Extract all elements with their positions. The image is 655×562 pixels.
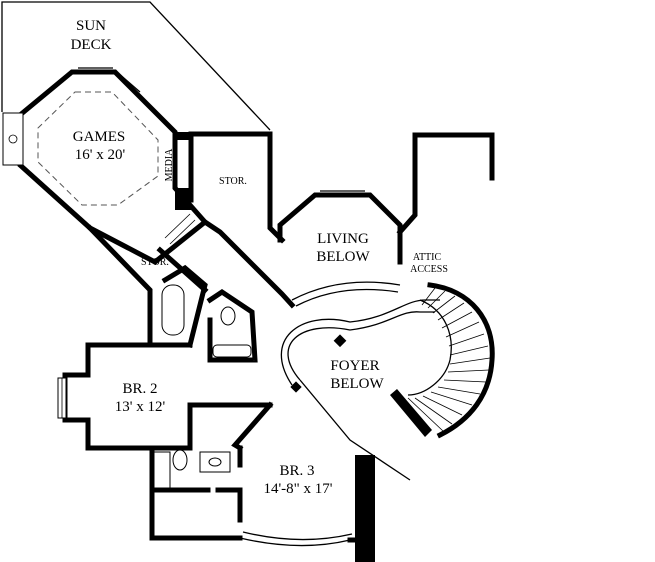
br3-size: 14'-8" x 17' [263,481,332,497]
baths [149,264,258,541]
sun-deck-label-1: SUN [76,18,106,34]
staircase [390,282,495,439]
br2-label: BR. 2 [122,381,157,397]
games-size: 16' x 20' [75,147,126,163]
sun-deck [1,1,271,131]
attic-label-2: ACCESS [410,264,448,275]
media-label: MEDIA [164,148,175,182]
sun-deck-label-2: DECK [71,37,112,53]
games-room [2,67,209,265]
br2-size: 13' x 12' [115,399,166,415]
attic-walls [396,132,495,236]
bay-window [2,112,24,166]
games-label: GAMES [73,129,126,145]
foyer [280,299,440,481]
living-label-1: LIVING [317,231,369,247]
living-label-2: BELOW [316,249,370,265]
bedroom-3 [231,401,375,562]
attic-label-1: ATTIC [413,252,442,263]
stor-upper-label: STOR. [219,176,247,187]
foyer-label-1: FOYER [330,358,379,374]
foyer-label-2: BELOW [330,376,384,392]
stor-lower-label: STOR. [141,257,169,268]
media-nook [175,131,194,210]
bedroom-2 [57,342,273,451]
br3-label: BR. 3 [279,463,314,479]
